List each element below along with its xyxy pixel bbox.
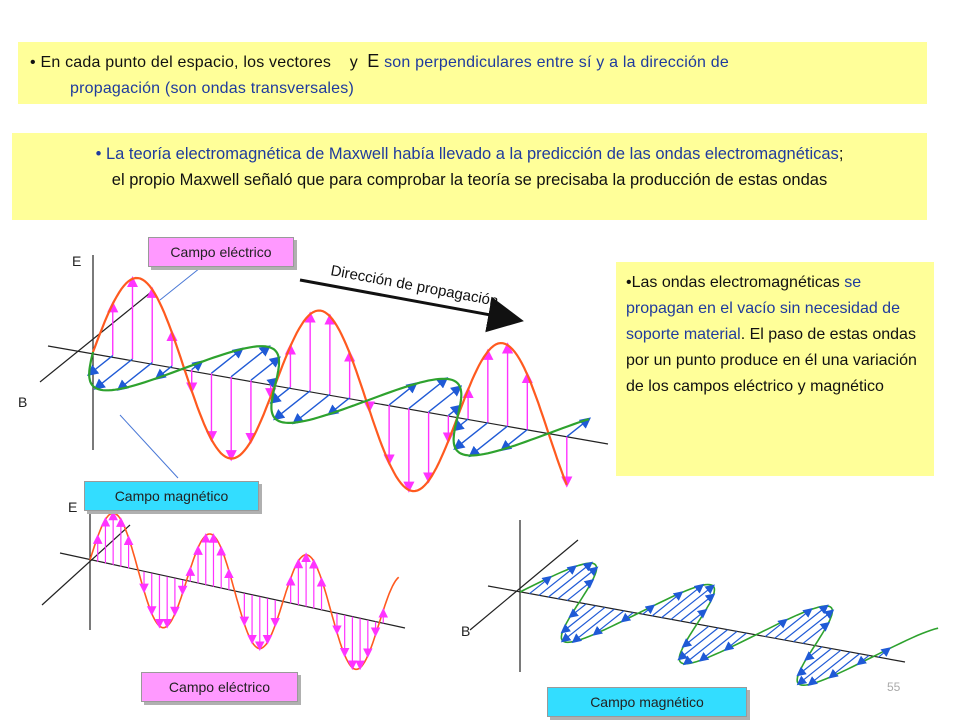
magnetic-field-arrow <box>211 347 244 374</box>
axis-label-e-lower: E <box>68 499 78 515</box>
bullet: • <box>30 54 36 71</box>
maxwell-line2: el propio Maxwell señaló que para compro… <box>111 171 828 189</box>
magnetic-field-arrow <box>447 404 463 417</box>
magnetic-field-arrow <box>250 356 281 381</box>
lower-magnetic-arrow <box>723 632 747 652</box>
lower-magnetic-arrow <box>679 593 716 622</box>
lower-b-axis <box>41 524 131 606</box>
lower-magnetic-arrow <box>560 605 596 634</box>
bullet: • <box>626 274 632 291</box>
lower-magnetic-arrow <box>547 561 593 598</box>
pointer-line-magnetic <box>119 414 179 479</box>
lower-magnetic-arrow <box>856 654 870 666</box>
lower-magnetic-arrow <box>670 584 715 620</box>
vacuum-paragraph: •Las ondas electromagnéticas se propagan… <box>626 270 924 400</box>
maxwell-line1: • La teoría electromagnética de Maxwell … <box>22 141 917 167</box>
lower-magnetic-arrow <box>689 608 708 624</box>
lower-electric-wave <box>41 505 406 671</box>
vacuum-text-1: Las ondas electromagnéticas <box>631 274 840 291</box>
info-box-maxwell: • La teoría electromagnética de Maxwell … <box>12 133 927 220</box>
magnetic-field-arrow <box>116 362 153 391</box>
text-transverse: propagación (son ondas transversales) <box>70 80 355 97</box>
bullet: • <box>95 145 102 163</box>
axis-label-b-lower: B <box>461 623 471 639</box>
magnetic-field-arrow <box>86 354 114 376</box>
propagation-arrow: Dirección de propagación <box>299 262 524 333</box>
magnetic-field-arrow <box>428 385 463 413</box>
axis-label-b: B <box>18 394 28 410</box>
lower-magnetic-arrow <box>529 575 552 595</box>
b-axis-line <box>39 292 151 383</box>
maxwell-prediction-text: La teoría electromagnética de Maxwell ha… <box>105 145 839 163</box>
lower-magnetic-arrow <box>681 625 710 648</box>
text-and: y <box>349 54 358 71</box>
lower-magnetic-arrow <box>651 591 684 617</box>
lower-magnetic-arrow <box>878 647 891 658</box>
magnetic-field-arrow <box>327 397 351 416</box>
lower-magnetic-arrow <box>698 630 738 662</box>
electric-wave-curve <box>91 276 568 493</box>
vacuum-text-3: . El paso de estas ondas por un punto pr… <box>626 326 917 395</box>
lower-magnetic-arrow <box>828 653 860 679</box>
lower-magnetic-arrow <box>560 606 606 643</box>
lower-magnetic-arrow <box>796 649 842 686</box>
magnetic-field-arrow <box>388 382 418 406</box>
lower-magnetic-arrow <box>557 566 599 600</box>
lower-magnetic-arrow <box>571 608 615 644</box>
pointer-line-electric <box>159 267 201 301</box>
lower-magnetic-arrow <box>764 618 788 638</box>
main-3d-wave <box>39 255 609 493</box>
propagation-arrow-line <box>299 278 524 333</box>
lower-magnetic-arrow <box>592 610 625 636</box>
transverse-paragraph: • En cada punto del espacio, los vectore… <box>30 48 915 76</box>
label-campo-electrico-top: Campo eléctrico <box>148 237 294 267</box>
lower-magnetic-arrow <box>802 621 831 644</box>
lower-magnetic-arrow <box>538 565 577 596</box>
magnetic-field-arrow <box>566 417 591 438</box>
page-number: 55 <box>887 680 901 694</box>
lower-propagation-axis <box>59 552 406 629</box>
info-box-vacuum: •Las ondas electromagnéticas se propagan… <box>616 262 934 476</box>
lower-magnetic-arrow <box>677 627 719 661</box>
magnetic-field-arrow <box>500 429 528 452</box>
magnetic-field-arrow <box>273 390 311 421</box>
semicolon: ; <box>838 145 844 163</box>
magnetic-field-arrow <box>292 393 331 425</box>
magnetic-field-arrow <box>93 358 133 390</box>
info-box-transverse: • En cada punto del espacio, los vectore… <box>18 42 927 104</box>
lower-magnetic-arrow <box>620 612 634 623</box>
lower-magnetic-arrow <box>796 648 832 677</box>
magnetic-field-arrow <box>452 418 469 432</box>
magnetic-field-arrow <box>453 421 489 451</box>
lower-b-depth-axis <box>469 539 579 631</box>
label-campo-magnetico-mid: Campo magnético <box>84 481 259 511</box>
lower-magnetic-arrow <box>568 603 587 619</box>
lower-magnetic-arrow <box>793 609 835 643</box>
lower-magnetic-arrow <box>566 579 595 602</box>
magnetic-field-arrow <box>269 386 291 404</box>
lower-magnetic-arrow <box>682 629 728 666</box>
text-perpendicular: son perpendiculares entre sí y a la dire… <box>384 54 729 71</box>
lower-magnetic-wave <box>469 520 939 687</box>
label-campo-electrico-bottom: Campo eléctrico <box>141 672 298 702</box>
lower-magnetic-arrow <box>774 608 813 639</box>
lower-magnetic-arrow <box>661 583 705 619</box>
lower-magnetic-arrow <box>783 604 829 641</box>
magnetic-wave-curve <box>88 345 590 457</box>
lower-magnetic-curve <box>519 562 939 687</box>
magnetic-field-arrow <box>408 377 449 409</box>
lower-magnetic-arrow <box>642 604 656 615</box>
label-campo-magnetico-bottom: Campo magnético <box>547 687 747 717</box>
axis-label-e: E <box>72 253 82 269</box>
lower-magnetic-arrow <box>807 651 851 686</box>
propagation-label: Dirección de propagación <box>329 262 499 310</box>
magnetic-field-arrow <box>468 425 509 458</box>
magnetic-field-arrow <box>230 345 271 378</box>
vector-e-symbol: E <box>367 51 380 71</box>
vacuum-text-2: se propagan en el vacío sin necesidad de… <box>626 274 900 343</box>
lower-magnetic-arrow <box>804 646 823 661</box>
text-vectors: En cada punto del espacio, los vectores <box>40 54 332 71</box>
